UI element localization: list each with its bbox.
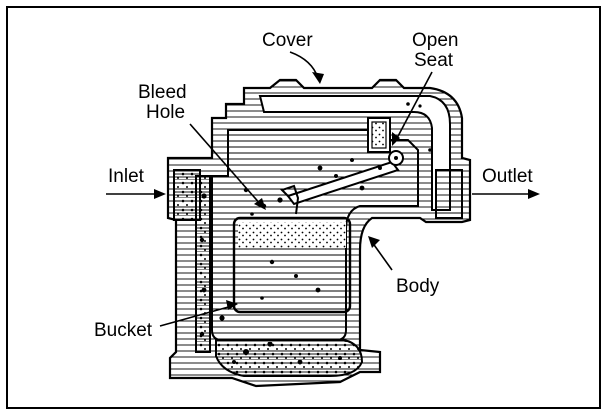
label-hole: Hole — [146, 102, 186, 123]
label-cover: Cover — [262, 30, 313, 51]
label-outlet: Outlet — [482, 166, 533, 187]
label-seat: Seat — [414, 50, 454, 71]
leader-lines — [106, 51, 532, 327]
bucket-air — [238, 222, 346, 248]
label-open: Open — [412, 30, 459, 51]
label-bleed: Bleed — [138, 82, 187, 103]
bottom-chamber — [215, 339, 364, 377]
label-body: Body — [396, 276, 440, 297]
inlet-channel — [195, 175, 211, 353]
label-bucket: Bucket — [94, 320, 153, 341]
lever-arm — [286, 160, 400, 206]
droplets — [199, 102, 432, 365]
bucket-hook — [280, 184, 300, 215]
cover-channel — [258, 95, 451, 211]
arrowheads — [154, 72, 540, 310]
label-inlet: Inlet — [108, 166, 144, 187]
outlet-port — [435, 169, 463, 219]
